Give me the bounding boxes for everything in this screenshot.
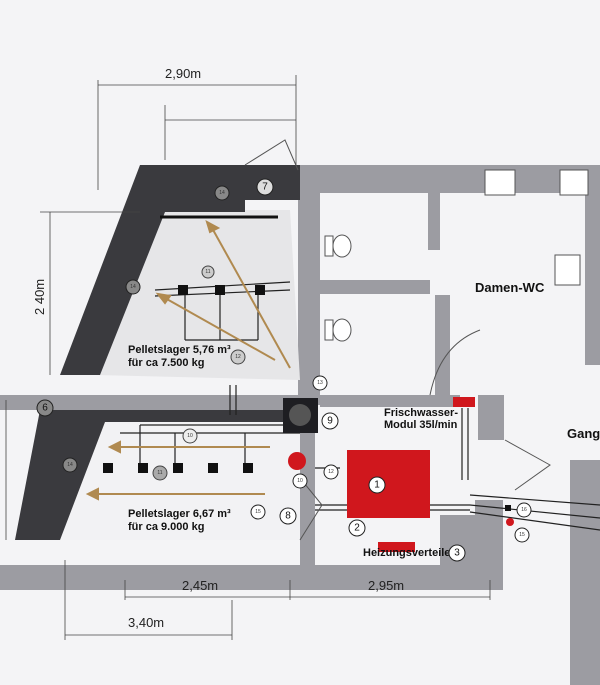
suction-unit-cyclone [289,404,311,426]
auger-motors [103,285,511,511]
marker-10: 10 [292,473,308,489]
womens-wc-label: Damen-WC [475,280,545,295]
dim-bottom-total: 3,40m [128,615,164,630]
markers: 14 7 14 11 12 13 9 10 14 11 12 10 15 8 1… [36,178,532,562]
svg-text:6: 6 [42,403,48,414]
storage-lower-floor [45,422,300,540]
marker-2: 2 [348,519,366,537]
marker-14: 14 [125,279,141,295]
filling-arrows [85,219,291,501]
marker-7: 7 [256,178,274,196]
marker-13: 13 [312,375,328,391]
svg-text:11: 11 [157,470,162,476]
fresh-water-label-2: Modul 35l/min [384,419,458,431]
marker-14: 14 [214,185,230,201]
svg-text:10: 10 [297,478,303,484]
marker-10: 10 [182,428,198,444]
marker-11: 11 [201,265,215,279]
heating-distributor-label: Heizungsverteiler [363,547,455,559]
marker-15: 15 [514,527,530,543]
svg-text:12: 12 [328,469,334,475]
svg-text:14: 14 [67,462,73,468]
marker-3: 3 [448,544,466,562]
door-wc[interactable] [429,329,481,396]
storage-lower-label-2: für ca 9.000 kg [128,521,204,533]
door-storage-lower[interactable] [299,477,323,541]
dim-bottom-right: 2,95m [368,578,404,593]
svg-text:8: 8 [285,511,291,522]
svg-text:1: 1 [374,480,380,491]
storage-upper-wall [60,165,300,375]
marker-9: 9 [321,412,339,430]
svg-text:14: 14 [130,284,136,290]
marker-15: 15 [250,504,266,520]
storage-upper-label-1: Pelletslager 5,76 m³ [128,344,231,356]
svg-text:11: 11 [205,269,210,275]
svg-text:14: 14 [219,190,225,196]
storage-upper-label-2: für ca 7.500 kg [128,357,204,369]
svg-text:15: 15 [519,532,525,538]
dim-bottom-left: 2,45m [182,578,218,593]
door-corridor[interactable] [504,439,551,491]
storage-lower-wall [15,410,300,540]
svg-text:13: 13 [317,380,323,386]
marker-12: 12 [323,464,339,480]
boiler [347,450,430,518]
svg-text:9: 9 [327,416,333,427]
fresh-water-label-1: Frischwasser- [384,407,458,419]
marker-1: 1 [368,476,386,494]
svg-text:10: 10 [187,433,193,439]
marker-14: 14 [62,457,78,473]
heating-distributor-unit [378,542,415,552]
svg-text:2: 2 [354,523,360,534]
dim-left-height: 2 40m [32,279,47,315]
marker-11: 11 [152,465,168,481]
dimension-lines [5,75,491,640]
fresh-water-module [453,397,475,407]
toilets [324,169,589,342]
marker-12: 12 [230,349,246,365]
storage-lower-label-1: Pelletslager 6,67 m³ [128,508,231,520]
svg-text:16: 16 [521,507,527,513]
red-valve [506,518,514,526]
marker-6: 6 [36,399,54,417]
marker-8: 8 [279,507,297,525]
svg-text:3: 3 [454,548,460,559]
svg-text:12: 12 [235,354,241,360]
gray-walls [0,165,600,685]
corridor-label: Gang [567,426,600,441]
svg-text:7: 7 [262,182,268,193]
marker-16: 16 [516,502,532,518]
door-storage-upper[interactable] [244,139,299,171]
svg-text:15: 15 [255,509,261,515]
dim-top-width: 2,90m [165,66,201,81]
pump-red [288,452,306,470]
